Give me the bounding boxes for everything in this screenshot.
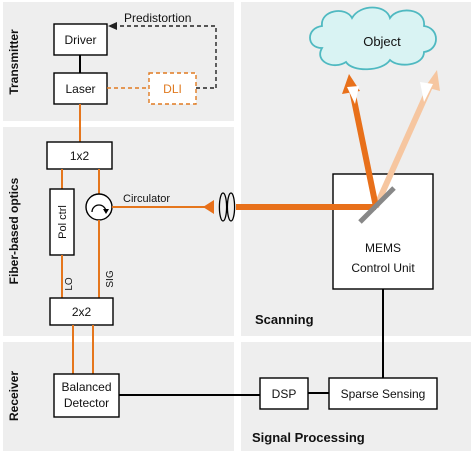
object-cloud [309, 6, 437, 71]
lens-icon-1 [218, 192, 228, 222]
pol-ctrl-block [49, 188, 75, 256]
mems-label-2: Control Unit [351, 261, 415, 275]
collimator-icon [203, 200, 214, 214]
sig-label: SIG [105, 270, 116, 287]
lo-label: LO [64, 277, 75, 291]
section-label-scanning: Scanning [255, 312, 314, 327]
object-label: Object [363, 34, 401, 49]
beam-main-arrowhead-in [347, 86, 359, 104]
laser-label: Laser [65, 82, 95, 96]
pol-ctrl-label: Pol ctrl [57, 205, 69, 239]
circulator-arrowhead-icon [103, 209, 109, 214]
dsp-block [259, 377, 309, 410]
beam-alt-arrowhead-in [420, 82, 433, 102]
laser-block [53, 72, 108, 105]
section-label-fiber-optics: Fiber-based optics [7, 177, 21, 284]
section-label-signal-processing: Signal Processing [252, 430, 365, 445]
section-label-receiver: Receiver [7, 371, 21, 421]
splitter-1x2-block [46, 141, 113, 170]
beam-main-out [349, 89, 379, 208]
transmitter-panel [3, 2, 234, 121]
dli-block [148, 72, 197, 105]
predistortion-arrowhead [108, 22, 117, 30]
mems-label-1: MEMS [365, 241, 401, 255]
dli-label: DLI [163, 82, 182, 96]
balanced-detector-label-1: Balanced [61, 380, 111, 394]
balanced-detector-label-2: Detector [64, 396, 109, 410]
sparse-sensing-label: Sparse Sensing [341, 387, 426, 401]
mems-mirror-icon [358, 186, 396, 224]
splitter-1x2-label: 1x2 [70, 149, 90, 163]
circulator-block [85, 193, 113, 221]
driver-block [53, 23, 108, 56]
beam-alt-out [373, 82, 434, 209]
coupler-2x2-block [49, 297, 114, 326]
sparse-sensing-block [328, 377, 438, 410]
predistortion-loop [116, 25, 217, 88]
predistortion-label: Predistortion [124, 11, 191, 25]
coupler-2x2-label: 2x2 [72, 305, 92, 319]
dsp-label: DSP [272, 387, 297, 401]
section-label-transmitter: Transmitter [7, 29, 21, 95]
driver-label: Driver [65, 33, 97, 47]
fiber-optics-panel [3, 127, 234, 336]
lens-icon-2 [226, 192, 236, 222]
circulator-label: Circulator [123, 193, 170, 205]
